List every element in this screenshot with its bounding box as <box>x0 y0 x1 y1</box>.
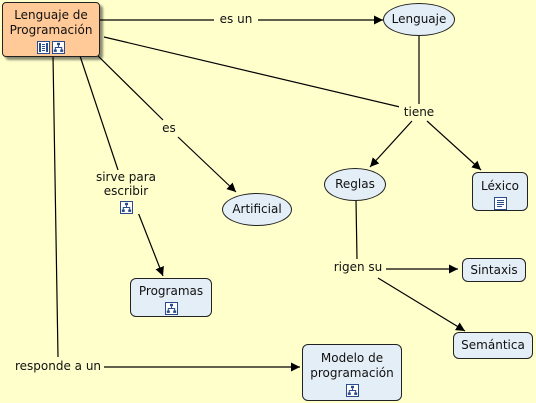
link-sirve-para-escribir: sirve para escribir <box>90 170 162 214</box>
resource-icons <box>493 197 507 210</box>
line-tiene-to-lexico <box>426 120 482 171</box>
concept-sintaxis[interactable]: Sintaxis <box>462 258 526 282</box>
concept-lenguaje[interactable]: Lenguaje <box>383 3 455 36</box>
concept-lenguaje-de-programacion-label: Lenguaje de Programación <box>9 8 93 37</box>
concept-lexico[interactable]: Léxico <box>472 172 528 211</box>
line-main-to-es <box>89 47 164 121</box>
line-tiene-to-reglas <box>369 120 413 168</box>
line-rigen-to-semantica <box>377 277 466 332</box>
concept-programas[interactable]: Programas <box>130 278 212 317</box>
concept-reglas-label: Reglas <box>335 177 375 191</box>
concept-lenguaje-label: Lenguaje <box>391 12 447 26</box>
line-sirve-to-programas <box>133 201 164 277</box>
link-responde-a-un: responde a un <box>12 359 104 374</box>
link-tiene: tiene <box>399 105 439 120</box>
concept-artificial[interactable]: Artificial <box>222 193 292 226</box>
resource-icons <box>164 302 178 315</box>
concept-map-icon[interactable] <box>345 384 359 397</box>
concept-reglas[interactable]: Reglas <box>324 168 386 201</box>
line-reglas-to-rigen <box>355 199 358 260</box>
line-main-to-responde <box>52 55 59 358</box>
concept-lenguaje-de-programacion[interactable]: Lenguaje de Programación <box>2 2 100 57</box>
concept-semantica[interactable]: Semántica <box>453 332 533 359</box>
concept-modelo-de-programacion[interactable]: Modelo de programación <box>302 344 402 401</box>
line-es-to-artificial <box>177 136 237 193</box>
concept-map-icon[interactable] <box>119 200 133 214</box>
concept-map-icon[interactable] <box>164 302 178 315</box>
concept-lexico-label: Léxico <box>480 179 520 193</box>
resource-icons <box>345 384 359 397</box>
link-rigen-su: rigen su <box>330 260 386 275</box>
concept-semantica-label: Semántica <box>461 338 525 352</box>
concept-artificial-label: Artificial <box>232 202 282 216</box>
concept-map-icon[interactable] <box>52 41 65 54</box>
link-sirve-para-escribir-text: sirve para escribir <box>95 170 157 199</box>
concept-programas-label: Programas <box>138 284 204 298</box>
concept-modelo-de-programacion-label: Modelo de programación <box>310 351 394 380</box>
link-es-un: es un <box>214 12 258 27</box>
document-icon[interactable] <box>37 41 50 54</box>
link-es: es <box>158 121 180 136</box>
text-document-icon[interactable] <box>493 197 507 210</box>
concept-sintaxis-label: Sintaxis <box>470 262 518 277</box>
line-main-to-tiene <box>103 36 401 108</box>
resource-icons <box>37 41 65 54</box>
line-main-to-sirve <box>79 55 119 171</box>
